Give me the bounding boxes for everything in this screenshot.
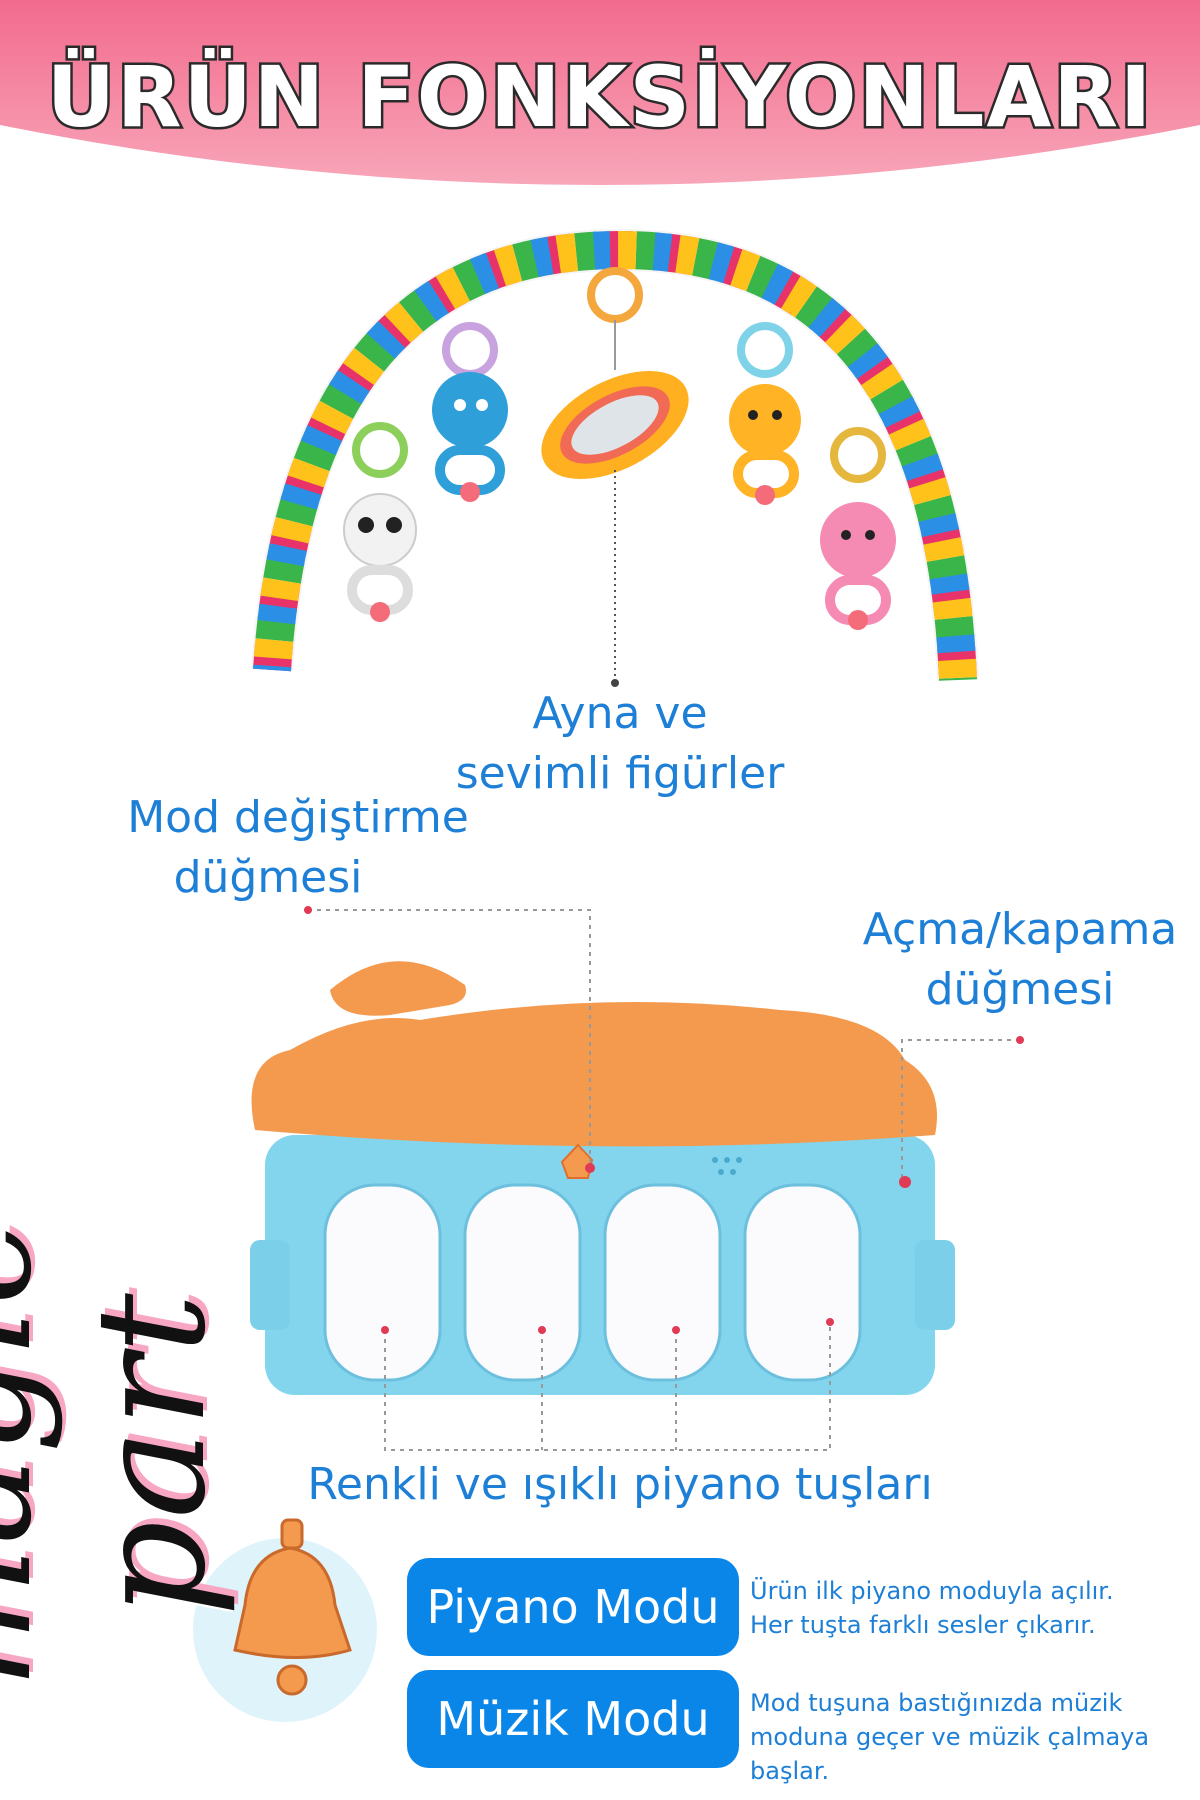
music-mode-description: Mod tuşuna bastığınızda müzik moduna geç…: [750, 1686, 1200, 1788]
power-callout-line-2: düğmesi: [925, 964, 1115, 1015]
power-callout-line-1: Açma/kapama: [862, 904, 1178, 955]
mode-switch-callout-line-1: Mod değiştirme: [127, 792, 469, 843]
mode-switch-callout: Mod değiştirme düğmesi: [118, 788, 478, 908]
music-mode-description-line-3: başlar.: [750, 1757, 830, 1785]
piano-mode-description: Ürün ilk piyano moduyla açılır. Her tuşt…: [750, 1574, 1200, 1642]
tiger-toy: [729, 322, 801, 505]
mirror-callout-line-2: sevimli figürler: [455, 748, 785, 799]
mirror-callout: Ayna ve sevimli figürler: [430, 684, 810, 804]
music-mode-description-line-1: Mod tuşuna bastığınızda müzik: [750, 1689, 1123, 1717]
piano-key-4: [743, 1183, 862, 1382]
music-mode-button[interactable]: Müzik Modu: [407, 1670, 739, 1768]
elephant-toy: [432, 322, 508, 502]
page-title: ÜRÜN FONKSİYONLARI: [44, 46, 1154, 149]
music-mode-description-line-2: moduna geçer ve müzik çalmaya: [750, 1723, 1150, 1751]
piano-roof: [251, 1002, 938, 1147]
piano-mode-button[interactable]: Piyano Modu: [407, 1558, 739, 1656]
piano-mode-description-line-1: Ürün ilk piyano moduyla açılır.: [750, 1577, 1114, 1605]
mirror-toy: [541, 267, 689, 687]
panda-toy: [343, 422, 417, 622]
piano-unit: [250, 961, 955, 1395]
brand-logo: magic part: [0, 1219, 239, 1689]
piano-key-2: [463, 1183, 582, 1382]
mirror-callout-line-1: Ayna ve: [532, 688, 708, 739]
piano-key-3: [603, 1183, 722, 1382]
header-banner: [0, 0, 1200, 185]
bell-closeup: [193, 1518, 377, 1722]
keys-callout: Renkli ve ışıklı piyano tuşları: [307, 1459, 933, 1510]
mode-switch-callout-line-2: düğmesi: [173, 852, 363, 903]
mode-bell-button: [560, 1143, 594, 1179]
power-callout: Açma/kapama düğmesi: [850, 900, 1190, 1020]
piano-mode-description-line-2: Her tuşta farklı sesler çıkarır.: [750, 1611, 1096, 1639]
piano-key-1: [323, 1183, 442, 1382]
bear-toy: [820, 427, 896, 630]
